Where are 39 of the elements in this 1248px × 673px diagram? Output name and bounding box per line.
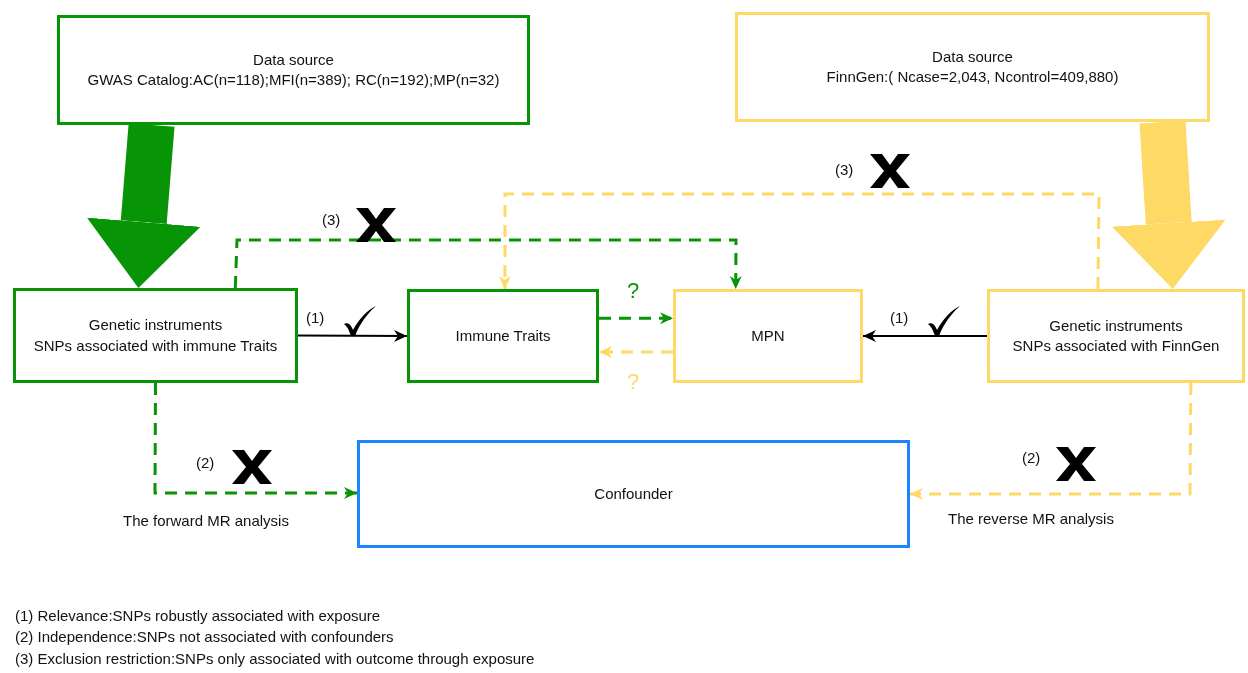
box-text: FinnGen:( Ncase=2,043, Ncontrol=409,880) [826,67,1119,87]
process-box [673,289,863,383]
arrow [233,238,742,289]
analysis-caption: The forward MR analysis [123,512,289,530]
box-text: SNPs associated with FinnGen [1012,336,1220,356]
box-text: GWAS Catalog:AC(n=118);MFI(n=389); RC(n=192);MP(n=32) [87,70,500,90]
arrow [599,312,673,325]
process-box [13,288,298,383]
edge-label: (2) [1021,450,1042,467]
process-box [987,289,1245,383]
block-arrow [1111,120,1226,289]
block-arrow [86,123,201,288]
edge-label: (1) [889,310,910,327]
edge-label: (2) [195,455,216,472]
legend-note: (2) Independence:SNPs not associated with confounders [15,628,394,646]
edge-label: (1) [305,310,326,327]
arrow [910,383,1193,500]
process-box [407,289,599,383]
arrow [599,346,673,358]
edge-label: (3) [321,212,342,229]
edge-label: (3) [834,162,855,179]
box-heading: Genetic instruments [1049,315,1183,336]
box-text: MPN [751,325,785,346]
legend-note: (3) Exclusion restriction:SNPs only associated with outcome through exposure [15,650,535,668]
box-heading: Data source [253,49,334,70]
analysis-caption: The reverse MR analysis [948,510,1114,528]
process-box [57,15,530,125]
arrow [153,383,357,499]
box-text: Immune Traits [455,325,551,346]
box-heading: Genetic instruments [88,315,223,336]
arrow [862,330,988,342]
legend-note: (1) Relevance:SNPs robustly associated with exposure [15,607,381,625]
box-heading: Data source [932,46,1013,67]
process-box [357,440,910,548]
box-text: SNPs associated with immune Traits [33,335,278,356]
arrow [498,192,1101,289]
process-box [735,12,1210,122]
box-text: Confounder [594,483,673,504]
arrow [297,329,408,342]
